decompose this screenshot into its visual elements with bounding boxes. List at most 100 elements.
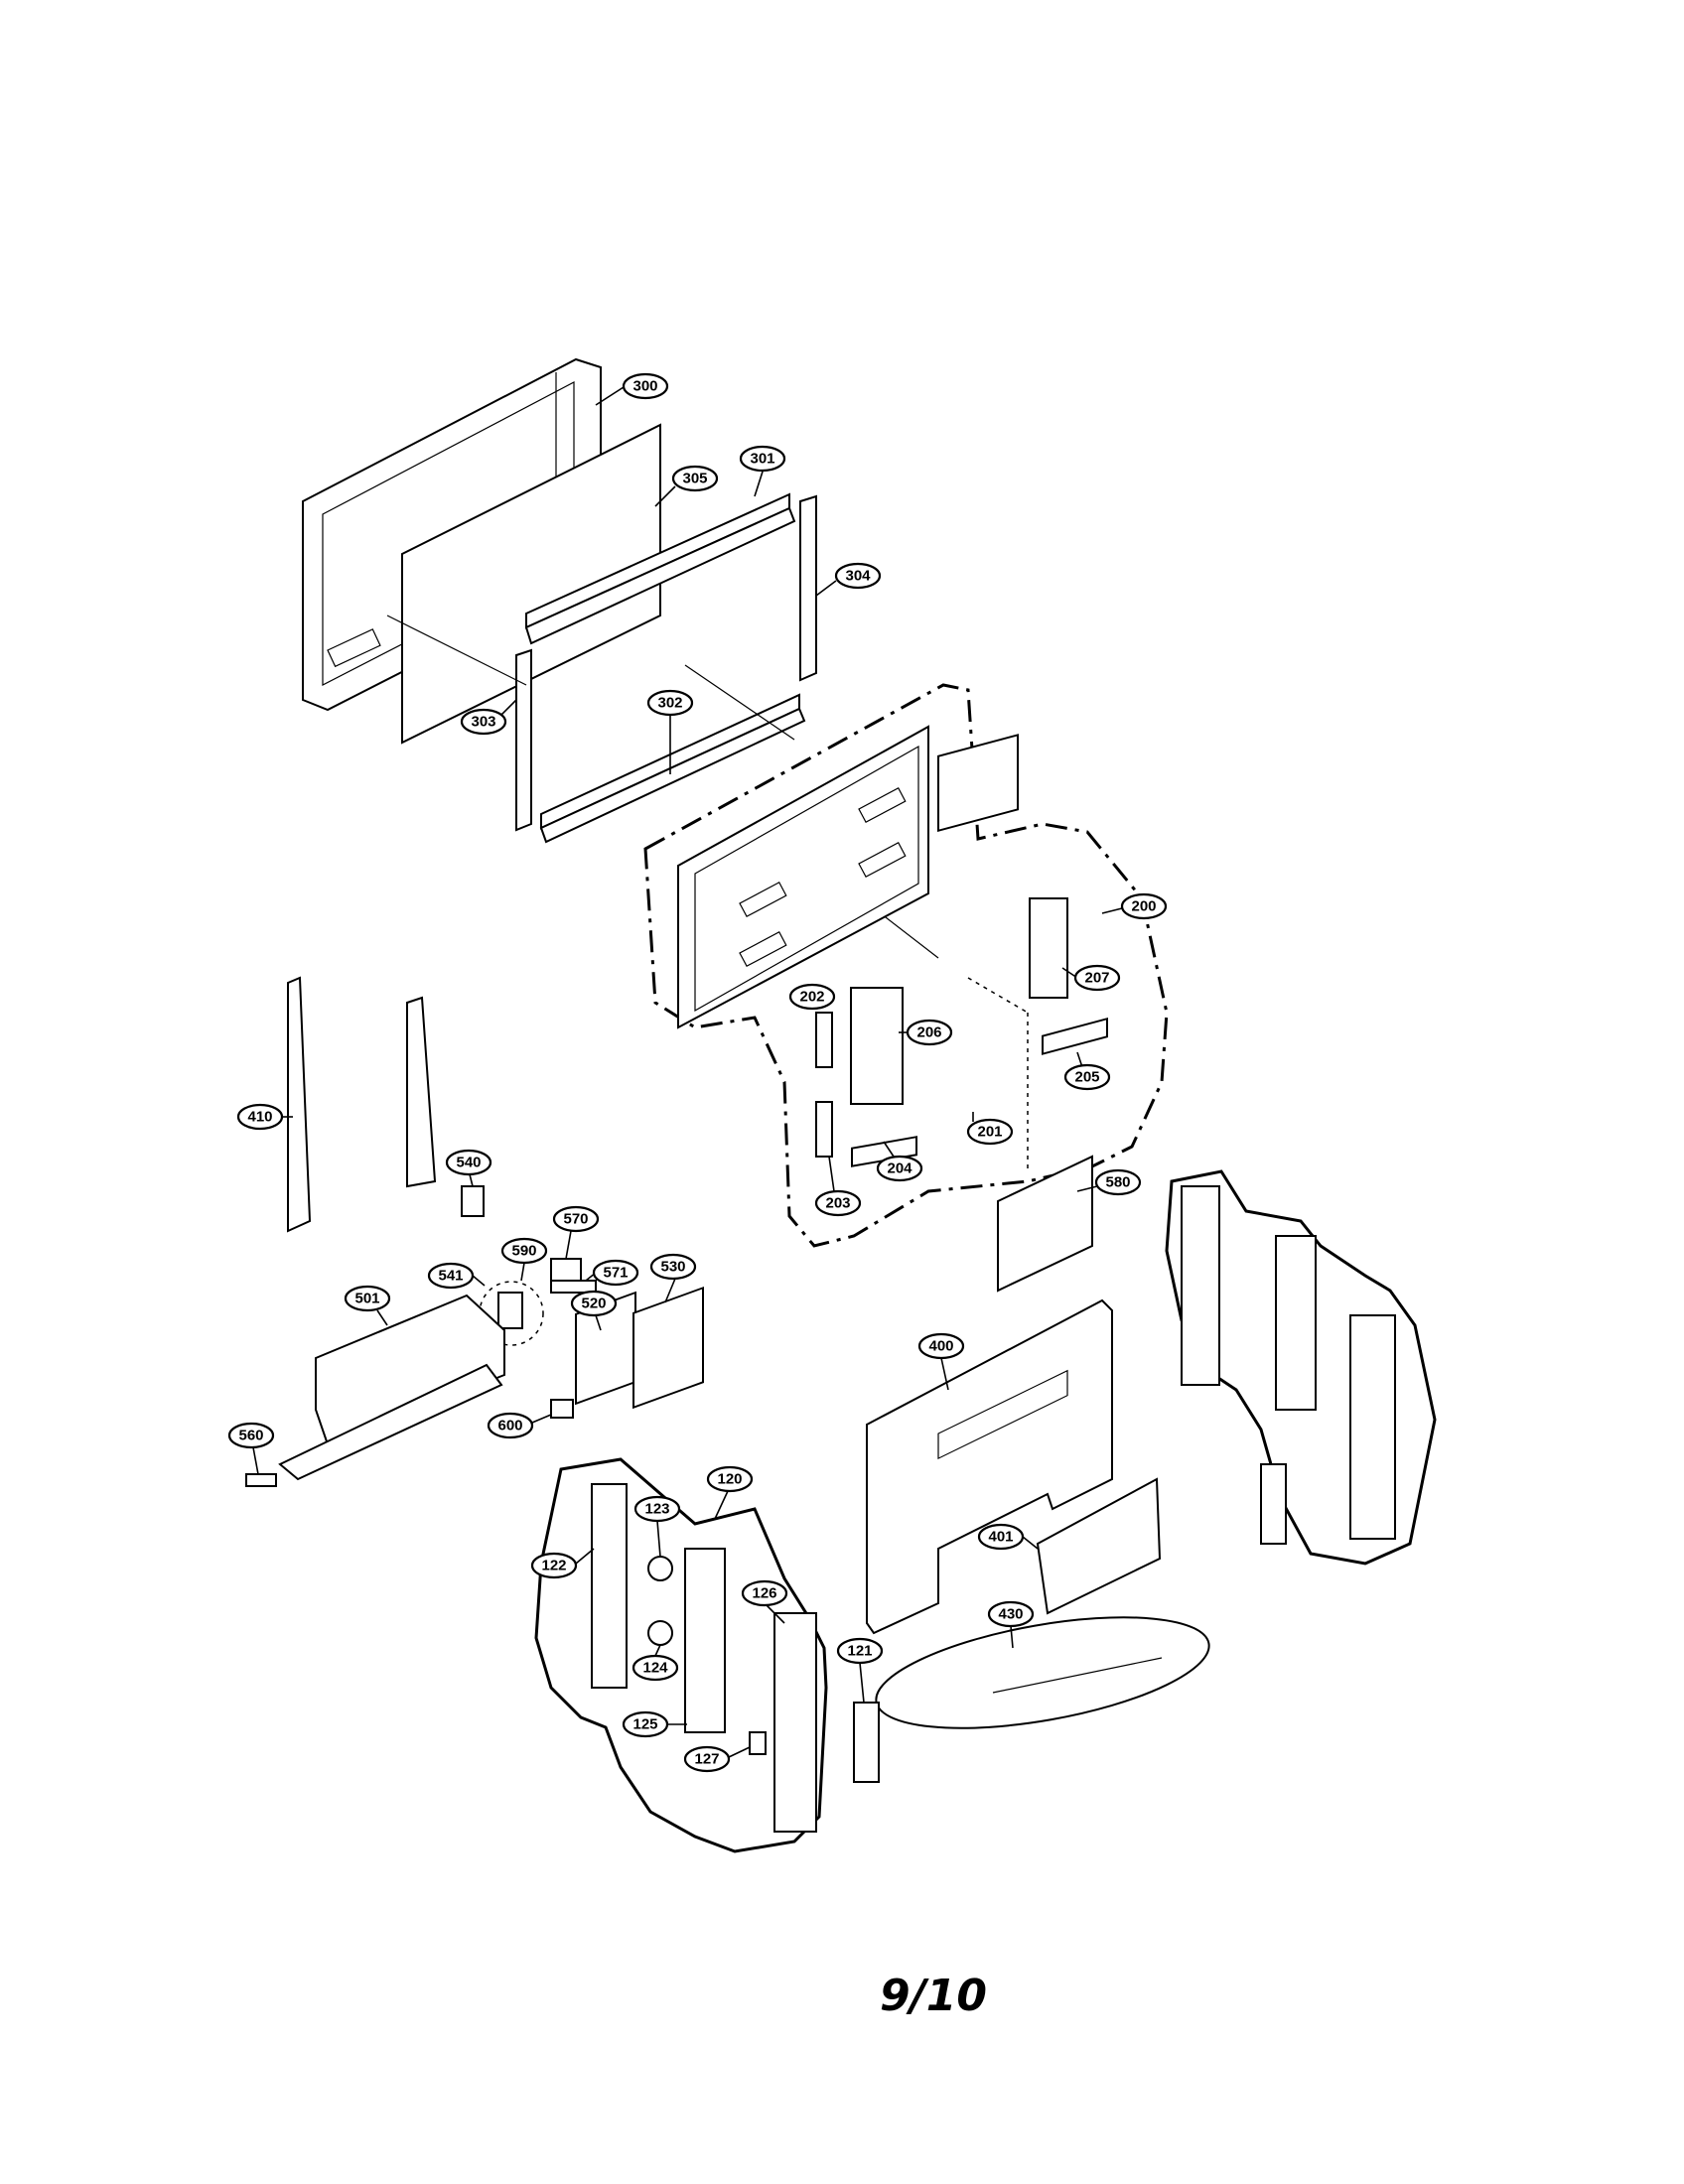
svg-text:600: 600 xyxy=(497,1418,522,1434)
callout-540: 540 xyxy=(445,1149,492,1187)
svg-text:301: 301 xyxy=(750,451,774,468)
svg-text:207: 207 xyxy=(1084,970,1109,987)
bracket-121 xyxy=(853,1702,880,1783)
callout-501: 501 xyxy=(344,1285,391,1326)
callout-410: 410 xyxy=(236,1103,293,1131)
svg-text:120: 120 xyxy=(717,1471,742,1488)
rear-cover-400 xyxy=(866,1298,1113,1635)
callout-600: 600 xyxy=(487,1412,552,1439)
left-stand-brackets xyxy=(287,976,437,1233)
board-600 xyxy=(550,1399,574,1419)
callout-205: 205 xyxy=(1063,1051,1111,1091)
svg-text:204: 204 xyxy=(887,1160,912,1177)
callout-305: 305 xyxy=(654,465,719,507)
svg-text:201: 201 xyxy=(977,1124,1002,1141)
callout-126: 126 xyxy=(741,1579,788,1624)
svg-text:302: 302 xyxy=(657,695,682,712)
svg-text:121: 121 xyxy=(847,1643,872,1660)
bracket-590 xyxy=(497,1292,523,1329)
speaker-driver-123 xyxy=(647,1556,673,1581)
callout-570: 570 xyxy=(552,1205,600,1260)
board-571 xyxy=(550,1280,597,1294)
connector-560 xyxy=(245,1473,277,1487)
svg-text:520: 520 xyxy=(581,1296,606,1312)
bracket-right xyxy=(1260,1463,1287,1545)
speaker-grille-122 xyxy=(591,1483,628,1689)
board-206 xyxy=(850,987,904,1105)
callout-400: 400 xyxy=(917,1332,965,1391)
callout-200: 200 xyxy=(1101,892,1168,920)
board-201 xyxy=(937,734,1019,833)
main-frame-501 xyxy=(278,1294,505,1481)
bracket-203 xyxy=(815,1101,833,1158)
callout-580: 580 xyxy=(1076,1168,1142,1196)
callout-541: 541 xyxy=(427,1262,486,1290)
board-540 xyxy=(461,1185,485,1217)
callout-124: 124 xyxy=(632,1644,679,1682)
callout-127: 127 xyxy=(683,1745,751,1773)
callout-401: 401 xyxy=(977,1523,1039,1551)
vent-grille-401 xyxy=(1036,1477,1162,1615)
svg-text:304: 304 xyxy=(845,568,871,585)
svg-text:590: 590 xyxy=(511,1243,536,1260)
svg-text:202: 202 xyxy=(799,989,824,1006)
stand-base-430 xyxy=(875,1616,1210,1729)
callout-302: 302 xyxy=(646,689,694,774)
speaker-driver-124 xyxy=(647,1620,673,1646)
speaker-cover-right xyxy=(1349,1314,1396,1540)
speaker-frame-125 xyxy=(684,1548,726,1733)
callout-520: 520 xyxy=(570,1290,618,1331)
svg-text:203: 203 xyxy=(825,1195,850,1212)
svg-text:541: 541 xyxy=(438,1268,463,1285)
callout-590: 590 xyxy=(500,1237,548,1282)
speaker-grille-right xyxy=(1181,1185,1220,1386)
bracket-202 xyxy=(815,1012,833,1068)
callout-304: 304 xyxy=(815,562,882,597)
board-530 xyxy=(632,1286,704,1410)
bracket-127 xyxy=(749,1731,767,1755)
speaker-group-outline xyxy=(534,1457,828,1853)
assembly-guide-line xyxy=(967,977,1029,1014)
speaker-frame-right xyxy=(1275,1235,1317,1411)
svg-text:410: 410 xyxy=(247,1109,272,1126)
callout-125: 125 xyxy=(622,1710,687,1738)
assembly-guide-line xyxy=(386,614,527,686)
svg-text:430: 430 xyxy=(998,1606,1023,1623)
svg-text:401: 401 xyxy=(988,1529,1013,1546)
assembly-guide-line xyxy=(684,664,795,741)
callout-530: 530 xyxy=(649,1253,697,1303)
svg-text:501: 501 xyxy=(354,1291,379,1307)
svg-text:303: 303 xyxy=(471,714,495,731)
callout-430: 430 xyxy=(987,1600,1035,1649)
callout-121: 121 xyxy=(836,1637,884,1704)
svg-text:305: 305 xyxy=(682,471,707,487)
svg-text:125: 125 xyxy=(632,1716,657,1733)
callout-120: 120 xyxy=(706,1465,754,1520)
svg-text:200: 200 xyxy=(1131,898,1156,915)
svg-text:540: 540 xyxy=(456,1155,481,1171)
svg-text:205: 205 xyxy=(1074,1069,1099,1086)
svg-text:530: 530 xyxy=(660,1259,685,1276)
callout-207: 207 xyxy=(1061,964,1121,992)
callout-122: 122 xyxy=(530,1548,595,1579)
callout-301: 301 xyxy=(739,445,786,497)
board-207 xyxy=(1029,897,1068,999)
callout-571: 571 xyxy=(585,1259,639,1287)
svg-text:400: 400 xyxy=(928,1338,953,1355)
svg-text:124: 124 xyxy=(642,1660,668,1677)
callout-204: 204 xyxy=(876,1141,923,1182)
board-570 xyxy=(550,1258,582,1282)
page-number: 9/10 xyxy=(880,1971,987,2021)
svg-text:126: 126 xyxy=(752,1585,776,1602)
board-580 xyxy=(997,1155,1093,1293)
callout-201: 201 xyxy=(966,1112,1014,1146)
svg-text:127: 127 xyxy=(694,1751,719,1768)
svg-text:570: 570 xyxy=(563,1211,588,1228)
svg-text:580: 580 xyxy=(1105,1174,1130,1191)
callout-123: 123 xyxy=(633,1495,681,1558)
svg-text:300: 300 xyxy=(632,378,657,395)
board-205 xyxy=(1042,1017,1108,1055)
svg-text:122: 122 xyxy=(541,1558,566,1574)
speaker-cover-126 xyxy=(773,1612,817,1833)
